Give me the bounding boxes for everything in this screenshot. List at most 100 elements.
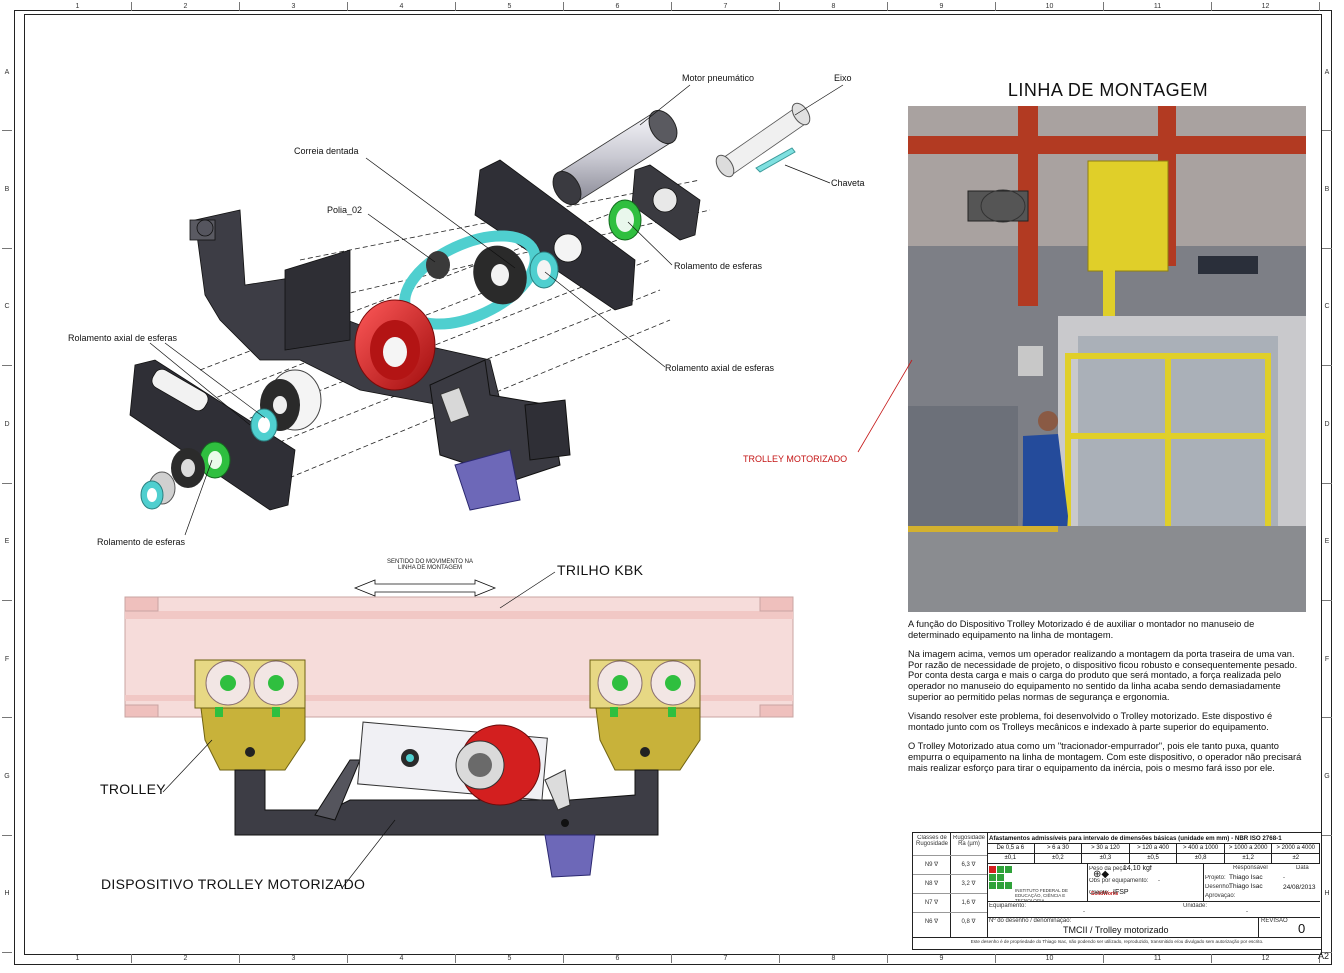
toothed-belt bbox=[399, 230, 541, 330]
tb-software: SolidWorks bbox=[1091, 891, 1119, 897]
roughness-row: N6 ∇0,8 ∇ bbox=[913, 912, 987, 931]
tb-equipamento-label: Equipamento: bbox=[989, 903, 1027, 909]
pneumatic-motor bbox=[552, 109, 678, 206]
direction-arrow bbox=[353, 579, 497, 597]
tb-data-label: Data bbox=[1296, 865, 1309, 871]
zone-column-marker: 5 bbox=[456, 2, 564, 11]
tb-cliente: IFSP bbox=[1113, 889, 1129, 896]
tb-tolerance-title: Afastamentos admissíveis para intervalo … bbox=[989, 835, 1282, 842]
zone-row-marker: E bbox=[2, 484, 12, 601]
tb-obs-label: Obs por equipamento: bbox=[1089, 878, 1149, 884]
roughness-table: N9 ∇6,3 ∇N8 ∇3,2 ∇N7 ∇1,6 ∇N6 ∇0,8 ∇ bbox=[913, 855, 987, 935]
zone-column-marker: 8 bbox=[780, 2, 888, 11]
callout-rolamento-axial-left: Rolamento axial de esferas bbox=[68, 333, 178, 343]
zone-column-marker: 11 bbox=[1104, 954, 1212, 963]
tb-classes-label: Classes de Rugosidade bbox=[915, 835, 949, 847]
sheet-size: A2 bbox=[1318, 951, 1330, 961]
zone-column-marker: 4 bbox=[348, 2, 456, 11]
label-trolley: TROLLEY bbox=[100, 781, 166, 797]
tolerance-values: ±0,1±0,2±0,3±0,5±0,8±1,2±2 bbox=[987, 854, 1320, 863]
tb-desenho-label: Desenho: bbox=[1205, 884, 1231, 890]
tb-footer: Este desenho é de propriedade do Thiago … bbox=[970, 939, 1264, 944]
zone-column-marker: 3 bbox=[240, 2, 348, 11]
tb-projeto-data: - bbox=[1283, 875, 1285, 881]
callout-chaveta: Chaveta bbox=[831, 178, 865, 188]
red-drive-wheel bbox=[354, 299, 436, 391]
description-paragraph-2: Na imagem acima, vemos um operador reali… bbox=[908, 649, 1298, 702]
tb-cliente-label: Cliente: bbox=[1089, 890, 1110, 896]
label-trolley-motorizado: TROLLEY MOTORIZADO bbox=[743, 454, 848, 464]
tolerance-value-cell: ±0,1 bbox=[987, 854, 1035, 863]
tolerance-range-cell: > 120 a 400 bbox=[1130, 844, 1178, 853]
label-dispositivo: DISPOSITIVO TROLLEY MOTORIZADO bbox=[101, 876, 366, 892]
zone-column-marker: 1 bbox=[24, 2, 132, 11]
callout-rolamento-esferas-left: Rolamento de esferas bbox=[97, 537, 186, 547]
roughness-class: N6 ∇ bbox=[924, 919, 939, 925]
exploded-view-drawing bbox=[129, 102, 811, 511]
zone-column-marker: 7 bbox=[672, 954, 780, 963]
zone-row-marker: G bbox=[1322, 718, 1332, 836]
tolerance-value-cell: ±0,2 bbox=[1035, 854, 1083, 863]
trolley-left bbox=[194, 659, 306, 771]
zone-row-marker: A bbox=[1322, 14, 1332, 132]
right-arm-assembly bbox=[429, 359, 571, 511]
photo-title: LINHA DE MONTAGEM bbox=[1007, 80, 1209, 100]
tolerance-value-cell: ±1,2 bbox=[1225, 854, 1273, 863]
zone-row-marker: H bbox=[1322, 836, 1332, 953]
zone-row-marker: H bbox=[2, 836, 12, 953]
roughness-class: N7 ∇ bbox=[924, 900, 939, 906]
zone-row-marker: G bbox=[2, 718, 12, 836]
axial-bearing-right bbox=[529, 251, 559, 289]
tolerance-range-cell: > 2000 a 4000 bbox=[1272, 844, 1320, 853]
zone-row-marker: C bbox=[1322, 249, 1332, 367]
callout-rolamento-axial-right: Rolamento axial de esferas bbox=[665, 363, 775, 373]
zone-row-marker: F bbox=[1322, 601, 1332, 719]
zone-row-marker: B bbox=[1322, 131, 1332, 249]
label-trilho: TRILHO KBK bbox=[557, 562, 644, 578]
tb-obs: - bbox=[1158, 878, 1160, 884]
roughness-value: 1,6 ∇ bbox=[961, 900, 976, 906]
back-plate bbox=[474, 159, 636, 311]
zone-column-marker: 3 bbox=[240, 954, 348, 963]
description-text: A função do Dispositivo Trolley Motoriza… bbox=[908, 619, 1308, 782]
tolerance-range-cell: > 1000 a 2000 bbox=[1225, 844, 1273, 853]
tb-revisao: 0 bbox=[1298, 921, 1306, 936]
drawing-frame bbox=[24, 14, 1322, 955]
tolerance-value-cell: ±0,8 bbox=[1177, 854, 1225, 863]
zone-row-marker: A bbox=[2, 14, 12, 132]
title-block: Classes de Rugosidade Rugosidade Ra (µm)… bbox=[912, 832, 1322, 950]
description-paragraph-4: O Trolley Motorizado atua como um "traci… bbox=[908, 741, 1302, 773]
zone-column-marker: 12 bbox=[1212, 2, 1320, 11]
zone-row-marker: D bbox=[1322, 366, 1332, 484]
zone-column-marker: 11 bbox=[1104, 2, 1212, 11]
callout-eixo: Eixo bbox=[834, 73, 852, 83]
tolerance-range-cell: > 6 a 30 bbox=[1035, 844, 1083, 853]
tolerance-value-cell: ±0,5 bbox=[1130, 854, 1178, 863]
zone-column-marker: 7 bbox=[672, 2, 780, 11]
zone-column-marker: 9 bbox=[888, 2, 996, 11]
assembly-line-photo bbox=[908, 106, 1306, 612]
institute-logo bbox=[989, 866, 1013, 890]
zone-column-marker: 8 bbox=[780, 954, 888, 963]
description-paragraph-3: Visando resolver este problema, foi dese… bbox=[908, 711, 1273, 732]
label-sentido-movimento: SENTIDO DO MOVIMENTO NA LINHA DE MONTAGE… bbox=[387, 559, 473, 572]
tolerance-range-cell: De 0,5 a 6 bbox=[987, 844, 1035, 853]
roughness-row: N7 ∇ 1,6 ∇ bbox=[913, 893, 987, 912]
tb-unidade-label: Unidade: bbox=[1183, 903, 1208, 909]
roughness-value: 6,3 ∇ bbox=[961, 862, 976, 868]
tb-projeto-label: Projeto: bbox=[1205, 875, 1226, 881]
roughness-value: 3,2 ∇ bbox=[961, 881, 976, 887]
trolley-assembly-view bbox=[124, 579, 794, 878]
tb-desenho: Thiago Isac bbox=[1229, 883, 1263, 890]
roughness-row: N8 ∇3,2 ∇ bbox=[913, 874, 987, 893]
symbol-icon: ⊕◆ bbox=[1093, 869, 1110, 880]
tb-peso: 14,10 kgf bbox=[1123, 865, 1152, 872]
sheet-border bbox=[14, 10, 1332, 965]
